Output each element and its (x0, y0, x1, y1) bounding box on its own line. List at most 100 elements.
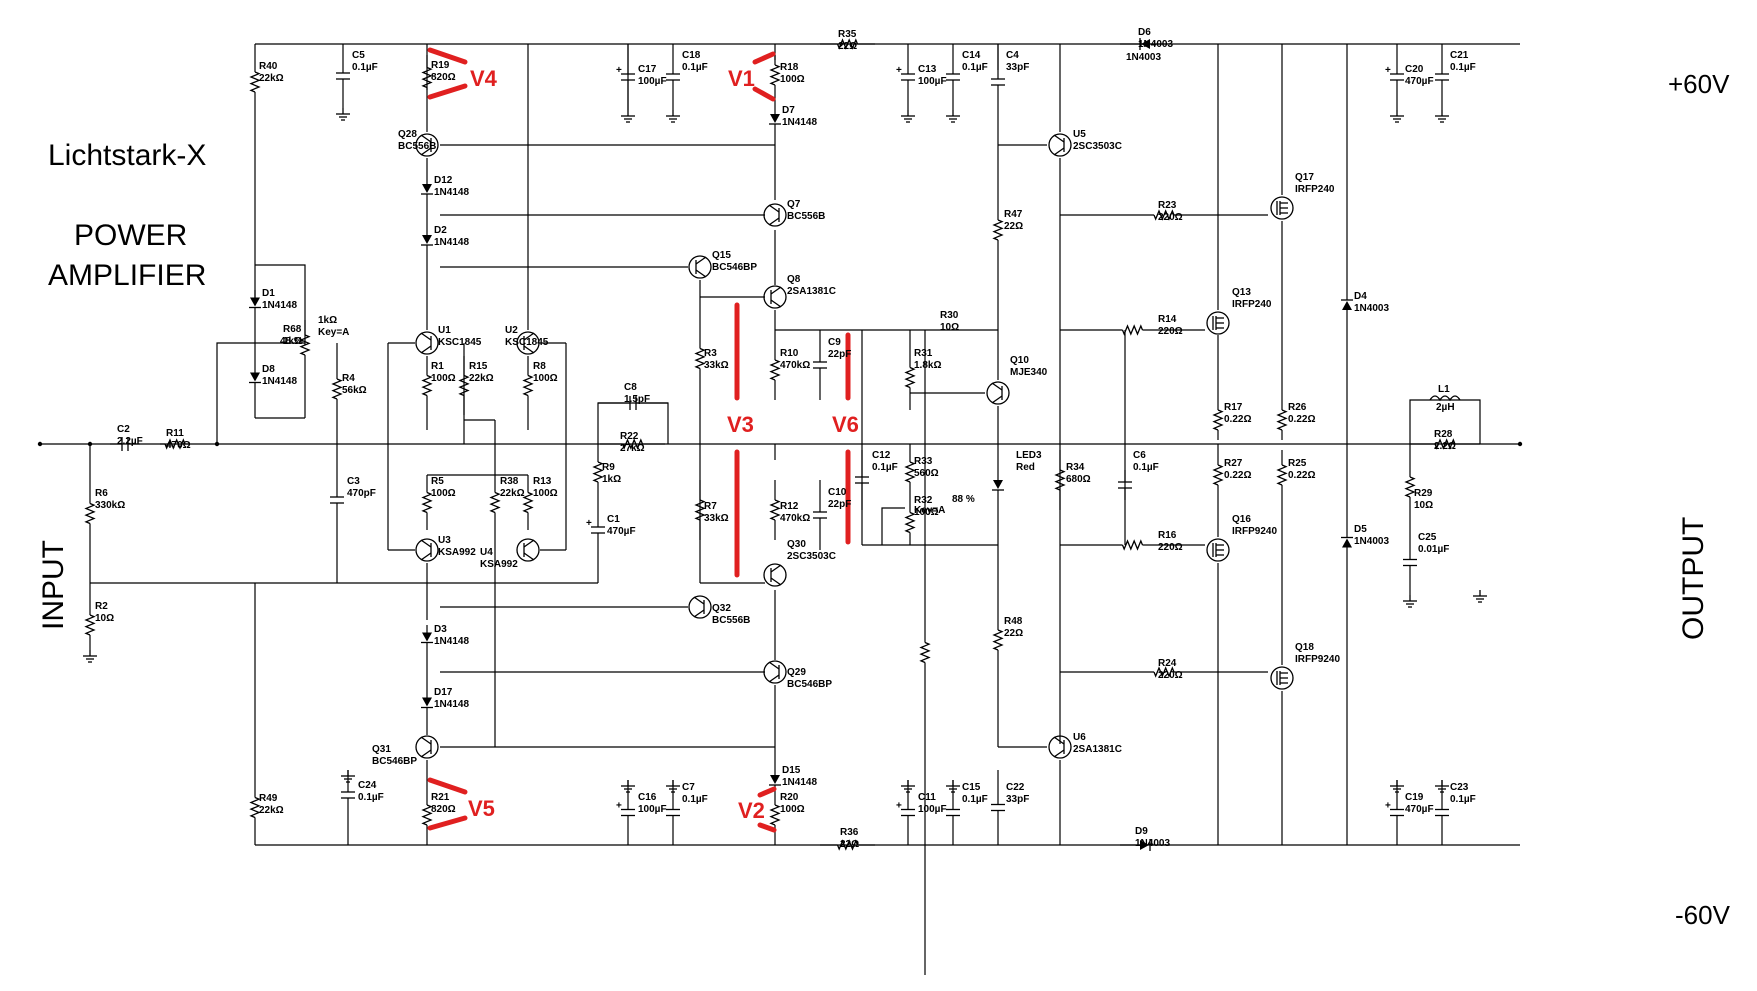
resistor-r68-name: R68 (283, 324, 302, 335)
diode-d6-value-low: 1N4003 (1126, 52, 1161, 63)
resistor-r27 (1212, 464, 1224, 486)
diode-d6 (1139, 38, 1150, 50)
r68-value-note: 1kΩ (318, 315, 337, 326)
transistor-u4-name: U4 (480, 547, 493, 558)
ground-symbol (621, 110, 635, 123)
capacitor-c2 (121, 437, 129, 451)
diode-d3 (421, 632, 433, 644)
transistor-q16 (1206, 538, 1230, 562)
diode-d8-name: D8 (262, 364, 275, 375)
transistor-q13 (1206, 311, 1230, 335)
voltage-tag-v3: V3 (727, 412, 754, 437)
resistor-r35-value: 22Ω (838, 41, 857, 52)
capacitor-c25 (1403, 558, 1417, 567)
capacitor-c11-name: C11 (918, 792, 936, 803)
resistor-r31-name: R31 (914, 348, 933, 359)
resistor-r36 (836, 839, 859, 851)
resistor-r6-name: R6 (95, 488, 108, 499)
capacitor-c17-name: C17 (638, 64, 657, 75)
voltage-tag-v6: V6 (832, 412, 859, 437)
transistor-q10-name: Q10 (1010, 355, 1029, 366)
capacitor-c12-name: C12 (872, 450, 891, 461)
resistor-r38-value: 22kΩ (500, 488, 525, 499)
title-line3: AMPLIFIER (48, 259, 206, 292)
capacitor-c23 (1435, 808, 1449, 817)
transistor-q16-value: IRFP9240 (1232, 526, 1277, 537)
title-line2: POWER (74, 219, 187, 252)
resistor-r14-value: 220Ω (1158, 326, 1183, 337)
diode-d4-value: 1N4003 (1354, 303, 1389, 314)
transistor-u1-value: KSC1845 (438, 337, 482, 348)
svg-text:+: + (1385, 801, 1391, 812)
ground-symbol (336, 108, 350, 121)
resistor-r6-value: 330kΩ (95, 500, 125, 511)
diode-d15-name: D15 (782, 765, 801, 776)
capacitor-c21 (1435, 73, 1449, 81)
capacitor-c1-value: 470µF (607, 526, 636, 537)
resistor-r14-name: R14 (1158, 314, 1177, 325)
transistor-q8-value: 2SA1381C (787, 286, 836, 297)
resistor-r68 (299, 334, 311, 356)
capacitor-c14-name: C14 (962, 50, 981, 61)
capacitor-c9 (813, 361, 827, 369)
resistor-r1-name: R1 (431, 361, 444, 372)
capacitor-c20: + (1385, 65, 1404, 81)
resistor-r32 (904, 511, 916, 534)
ground-symbol (1390, 780, 1404, 793)
capacitor-c2-value: 2.2µF (117, 436, 143, 447)
resistor-r11 (164, 438, 186, 450)
transistor-u3-name: U3 (438, 535, 451, 546)
transistor-q13-name: Q13 (1232, 287, 1251, 298)
capacitor-c8-value: 1.5pF (624, 394, 650, 405)
capacitor-c7-value: 0.1µF (682, 794, 708, 805)
ground-symbol (1473, 590, 1487, 603)
capacitor-c11-value: 100µF (918, 804, 947, 815)
resistor-r25 (1276, 464, 1288, 486)
diode-d7 (769, 114, 781, 125)
resistor-r28-value: 2.2Ω (1434, 441, 1456, 452)
capacitor-c8-name: C8 (624, 382, 637, 393)
transistor-q29-name: Q29 (787, 667, 806, 678)
capacitor-c1-name: C1 (607, 514, 620, 525)
transistor-q28-value: BC556B (398, 141, 436, 152)
diode-d17-value: 1N4148 (434, 699, 469, 710)
resistor-r9 (592, 461, 604, 483)
resistor-r10-value: 470kΩ (780, 360, 810, 371)
capacitor-c23-value: 0.1µF (1450, 794, 1476, 805)
ground-symbol (901, 110, 915, 123)
transistor-q10 (986, 381, 1010, 405)
resistor-r68-value: 1kΩ (283, 336, 302, 347)
voltage-marker-stroke (757, 786, 777, 798)
diode-d2-value: 1N4148 (434, 237, 469, 248)
r32-key: Key=A (914, 505, 945, 516)
transistor-u4 (516, 538, 540, 562)
voltage-tag-v5: V5 (468, 796, 495, 821)
resistor-r19-value: 820Ω (431, 72, 456, 83)
resistor-r32-value: 100Ω (914, 507, 939, 518)
transistor-q18-name: Q18 (1295, 642, 1314, 653)
svg-text:+: + (616, 801, 622, 812)
resistor-r15-value: 22kΩ (469, 373, 494, 384)
transistor-q7-name: Q7 (787, 199, 801, 210)
transistor-q32 (688, 595, 712, 619)
components: +++++++ (83, 38, 1487, 851)
svg-text:+: + (896, 65, 902, 76)
transistor-q32-value: BC556B (712, 615, 750, 626)
resistor-r24 (1153, 666, 1175, 678)
resistor-r10-name: R10 (780, 348, 799, 359)
resistor-r17-name: R17 (1224, 402, 1243, 413)
r68-key: Key=A (318, 327, 349, 338)
resistor-r30-value: 10Ω (940, 322, 959, 333)
resistor-r18 (769, 64, 781, 86)
ground-symbol (901, 780, 915, 793)
resistor-r16-value: 220Ω (1158, 542, 1183, 553)
resistor-r47-name: R47 (1004, 209, 1023, 220)
transistor-q7-value: BC556B (787, 211, 825, 222)
transistor-u1-name: U1 (438, 325, 451, 336)
resistor-r33-value: 560Ω (914, 468, 939, 479)
resistor-r17-value: 0.22Ω (1224, 414, 1251, 425)
transistor-q30 (763, 563, 787, 587)
capacitor-c20-name: C20 (1405, 64, 1424, 75)
capacitor-c22-value: 33pF (1006, 794, 1029, 805)
resistor-r29-name: R29 (1414, 488, 1433, 499)
